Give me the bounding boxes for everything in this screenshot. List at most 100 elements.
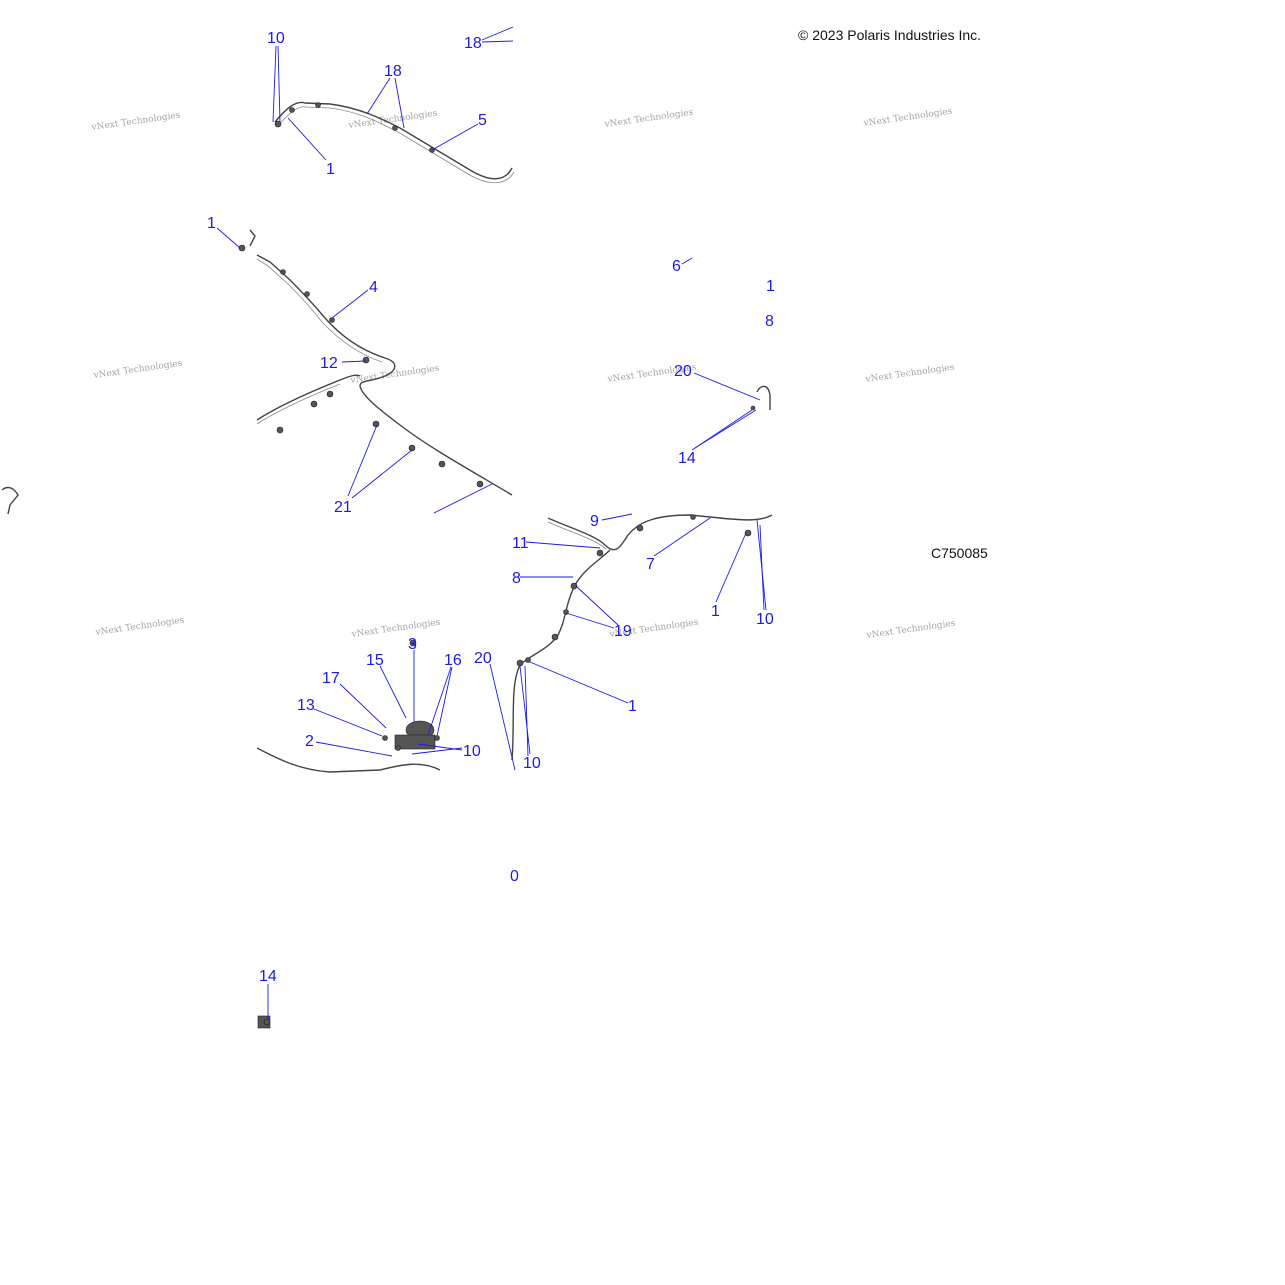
- callout-20: 20: [674, 363, 692, 380]
- leader-line: [417, 743, 463, 751]
- leader-line: [693, 372, 761, 401]
- leader-line: [272, 45, 277, 123]
- brake-line-4-outline: [256, 258, 383, 363]
- leader-line: [277, 45, 281, 123]
- clip: [304, 291, 310, 297]
- panel-mask: [514, 0, 515, 1]
- leader-line: [715, 532, 747, 603]
- watermark: vNext Technologies: [94, 616, 185, 639]
- clip: [395, 745, 401, 751]
- leader-line: [351, 449, 413, 499]
- leader-line: [379, 665, 407, 719]
- clip: [438, 460, 446, 468]
- callout-8: 8: [765, 313, 774, 330]
- leader-line: [366, 77, 391, 115]
- leader-line: [481, 40, 514, 43]
- leader-line: [519, 665, 531, 755]
- callout-17: 17: [322, 670, 340, 687]
- callout-7: 7: [646, 556, 655, 573]
- leader-line: [575, 585, 619, 626]
- clip: [263, 1018, 271, 1026]
- left-edge-part: [1, 486, 19, 515]
- leader-line: [529, 661, 629, 704]
- brake-line-5: [274, 101, 513, 180]
- watermark-group: vNext Technologies vNext Technologies vN…: [90, 107, 956, 642]
- clip: [525, 657, 531, 663]
- leader-line: [756, 519, 767, 611]
- watermark: vNext Technologies: [862, 107, 953, 130]
- callout-2: 2: [305, 733, 314, 750]
- brake-line-7: [547, 514, 773, 551]
- callout-15: 15: [366, 652, 384, 669]
- clip: [636, 524, 644, 532]
- brake-line-master: [256, 747, 441, 773]
- clip: [476, 480, 484, 488]
- clip: [392, 125, 398, 131]
- leader-line: [694, 409, 757, 449]
- leader-line: [524, 665, 529, 757]
- leader-line: [653, 517, 711, 557]
- leader-line: [433, 483, 493, 514]
- watermark: vNext Technologies: [350, 618, 441, 641]
- clip: [570, 582, 578, 590]
- clip: [238, 244, 246, 252]
- copyright-text: © 2023 Polaris Industries Inc.: [798, 27, 981, 43]
- leader-line: [287, 117, 327, 161]
- leader-line: [481, 26, 514, 41]
- figure-code: C750085: [931, 545, 988, 561]
- callout-12: 12: [320, 355, 338, 372]
- callout-10: 10: [463, 743, 481, 760]
- leader-line: [394, 77, 405, 129]
- watermark: vNext Technologies: [864, 363, 955, 386]
- callout-11: 11: [512, 535, 529, 552]
- clip: [409, 639, 417, 647]
- watermark: vNext Technologies: [92, 359, 183, 382]
- callout-19: 19: [614, 623, 632, 640]
- clip: [382, 735, 388, 741]
- clip: [276, 426, 284, 434]
- callout-18: 18: [464, 35, 482, 52]
- leader-line: [601, 513, 633, 521]
- callout-numbers: 10 18 18 5 1 1 4 6 1 8 12 20 14 21 9 11 …: [207, 30, 775, 985]
- clip: [690, 514, 696, 520]
- clip: [744, 529, 752, 537]
- clip: [551, 633, 559, 641]
- callout-10: 10: [756, 611, 774, 628]
- callout-1: 1: [628, 698, 637, 715]
- brake-line-branch-outline: [256, 383, 341, 425]
- callout-18: 18: [384, 63, 402, 80]
- clip: [310, 400, 318, 408]
- master-cylinder-body: [394, 734, 436, 750]
- callout-20: 20: [474, 650, 492, 667]
- clip: [596, 549, 604, 557]
- clip: [326, 390, 334, 398]
- leader-line: [331, 289, 369, 319]
- callout-14: 14: [259, 968, 277, 985]
- callout-4: 4: [369, 279, 378, 296]
- clip: [289, 107, 295, 113]
- callout-6: 6: [672, 258, 681, 275]
- callout-10: 10: [523, 755, 541, 772]
- clip: [315, 102, 321, 108]
- leader-lines: [216, 26, 767, 1020]
- clip: [516, 659, 524, 667]
- clip: [280, 269, 286, 275]
- leader-line: [525, 541, 601, 549]
- callout-3: 3: [408, 636, 417, 653]
- callout-5: 5: [478, 112, 487, 129]
- leader-line: [347, 424, 378, 497]
- leader-line: [681, 257, 693, 265]
- brake-line-branch: [256, 374, 361, 421]
- watermark: vNext Technologies: [90, 111, 181, 134]
- clip: [372, 420, 380, 428]
- callout-1: 1: [326, 161, 335, 178]
- leader-line: [436, 666, 453, 737]
- callout-10: 10: [267, 30, 285, 47]
- callout-0: 0: [510, 868, 519, 885]
- callout-21: 21: [334, 499, 352, 516]
- callout-13: 13: [297, 697, 315, 714]
- brake-line-7-outline: [547, 521, 607, 550]
- leader-line: [431, 123, 479, 151]
- brake-line-4: [256, 254, 513, 496]
